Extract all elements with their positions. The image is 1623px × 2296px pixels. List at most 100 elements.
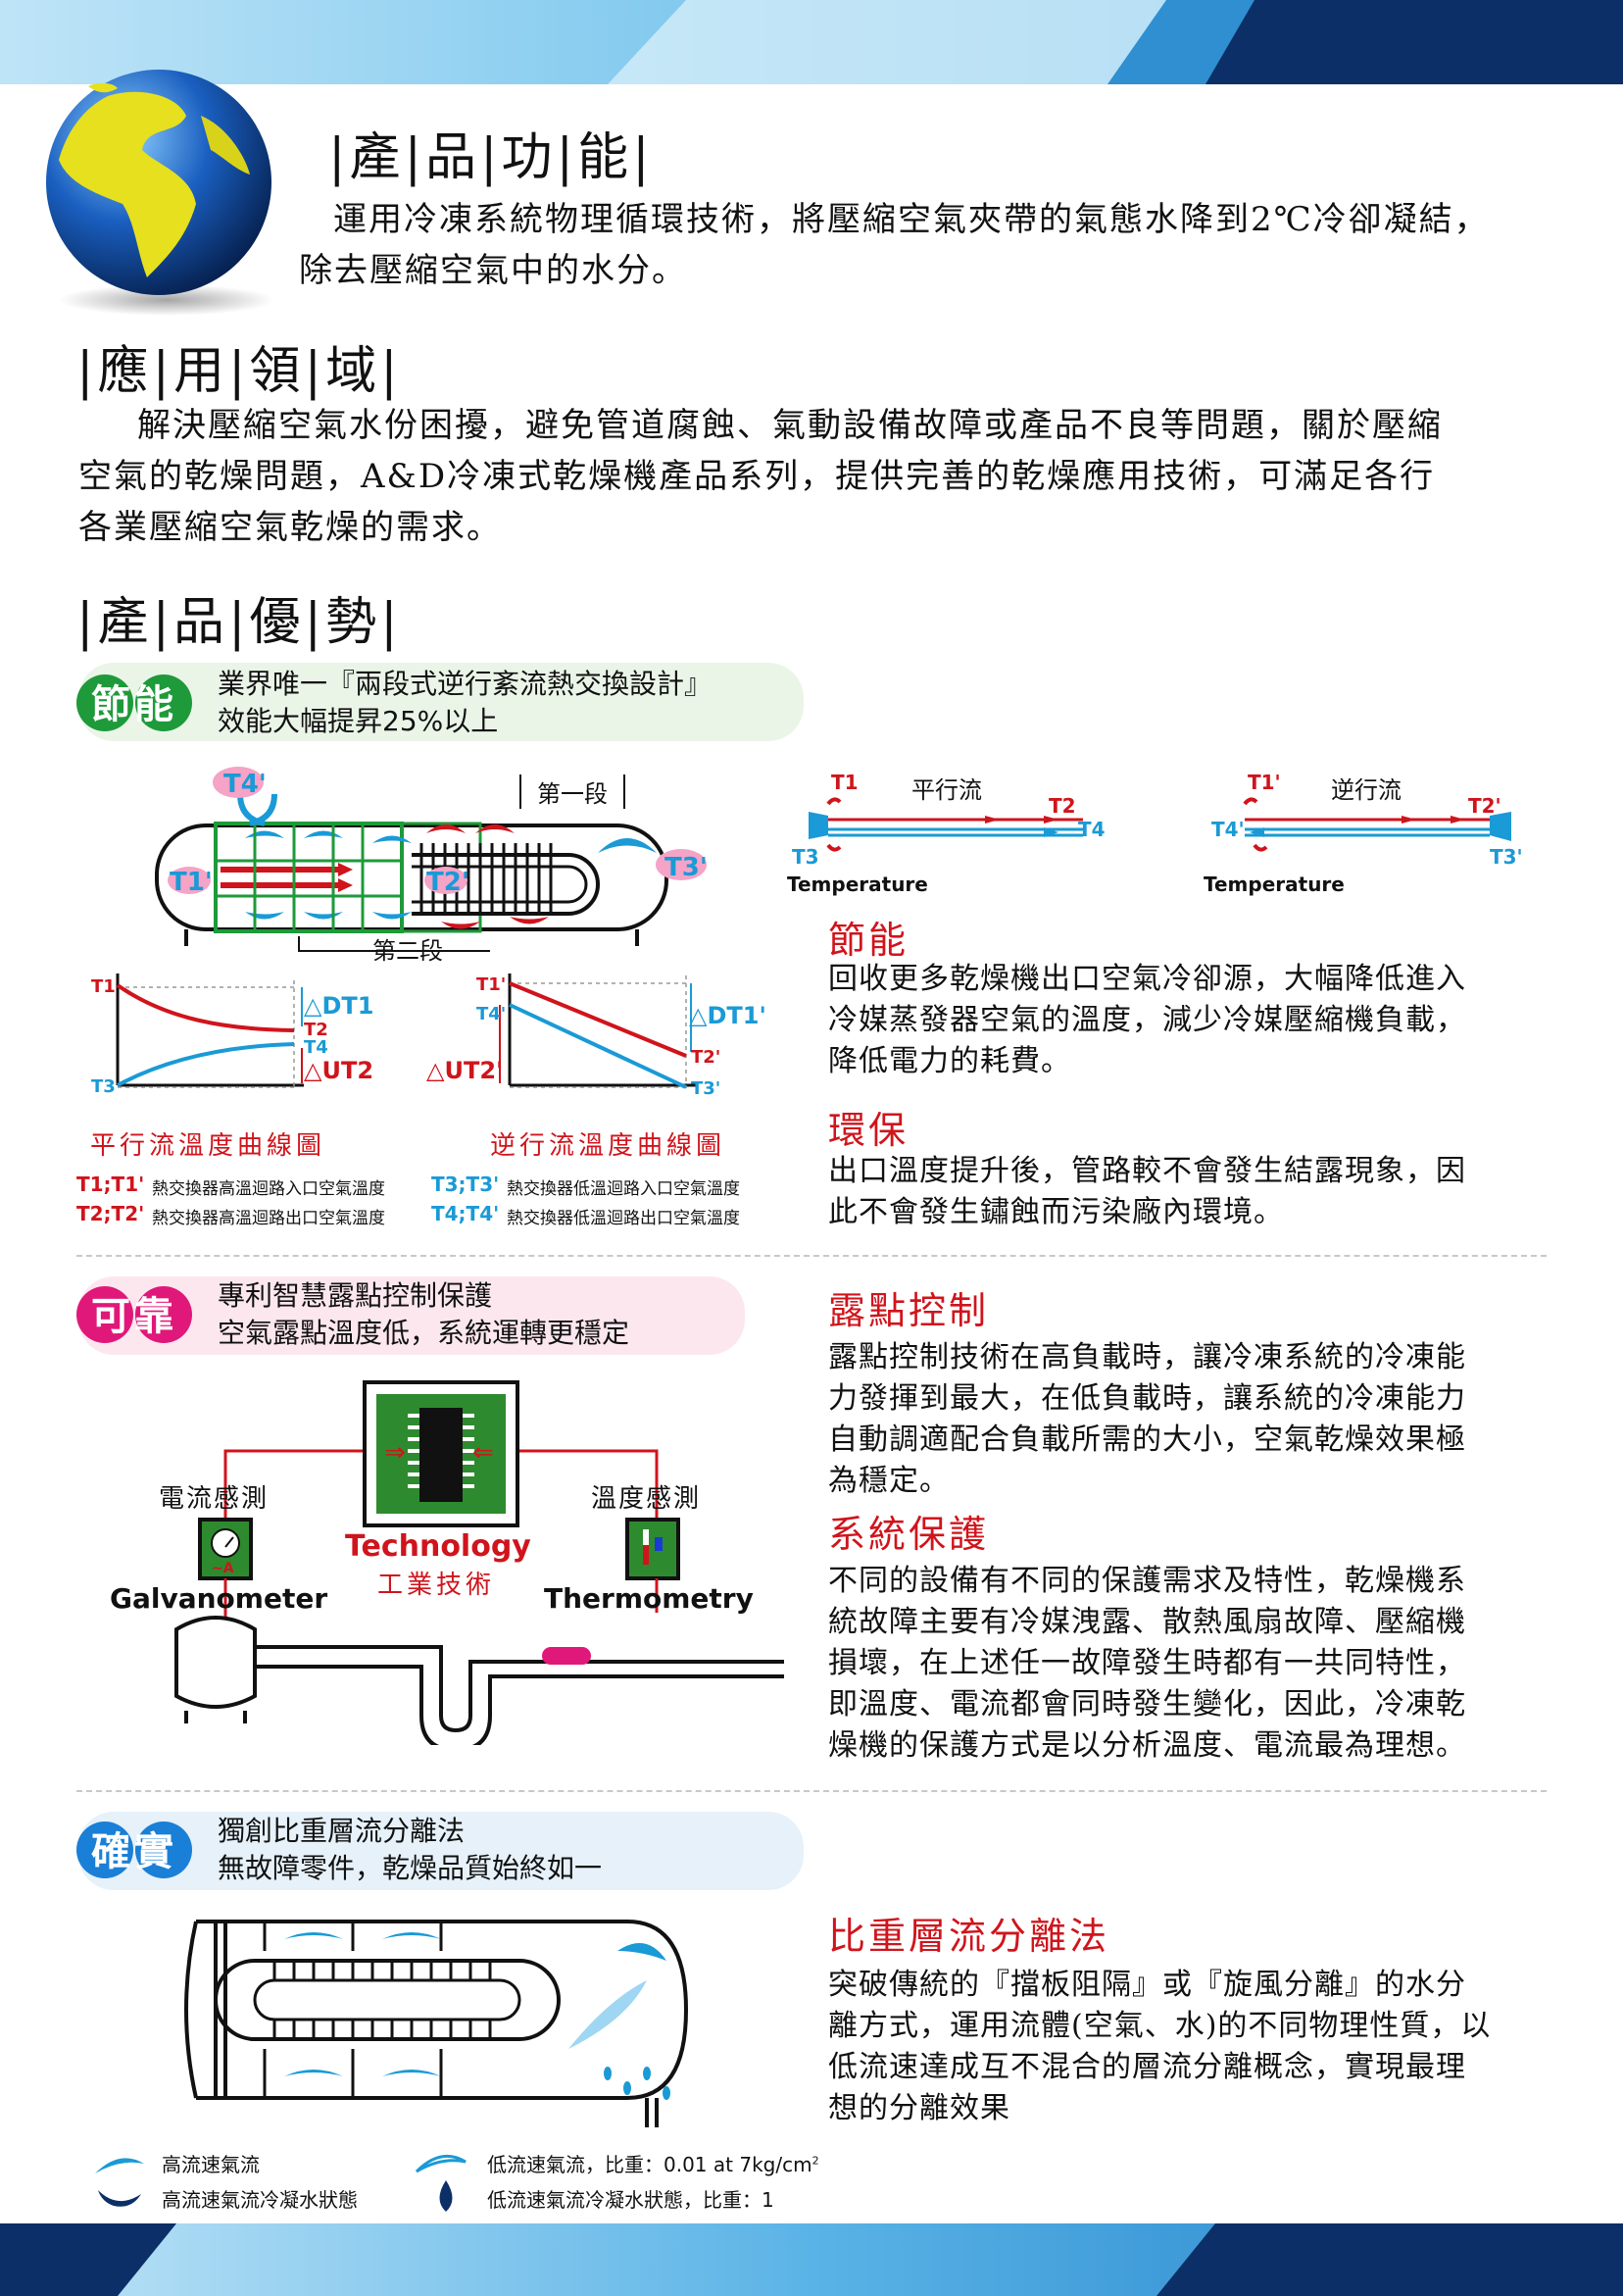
low-speed-airflow-icon [415,2154,467,2173]
energy-pill-line-1: 業界唯一『兩段式逆行紊流熱交換設計』 [218,668,713,700]
reliable-badge-text: 可靠 [91,1294,177,1339]
globe-icon [46,70,274,316]
legend-a-key: T1;T1' [76,1173,145,1196]
counter-t1: T1' [1248,771,1281,794]
thermometry-label: Thermometry [544,1582,754,1615]
diagram-t3p: T3' [664,853,708,882]
counter-t4: T4' [1211,818,1245,841]
legend-high-speed: 高流速氣流 [162,2153,260,2176]
dew-point-control-diagram: ⇒ ⇐ ~A [174,1380,784,1745]
application-line-2: 空氣的乾燥問題，A&D冷凍式乾燥機產品系列，提供完善的乾燥應用技術，可滿足各行 [78,457,1436,496]
application-line-3: 各業壓縮空氣乾燥的需求。 [78,508,502,547]
counter-dt1: △DT1' [689,1002,766,1029]
counter-curve-t3: T3' [691,1078,721,1099]
counter-t3: T3' [1490,845,1523,869]
legend-low-speed-sup: 2 [812,2154,819,2168]
legend-high-speed-drop: 高流速氣流冷凝水狀態 [162,2188,358,2212]
temperature-sensing-label: 溫度感測 [591,1484,702,1514]
energy-badge-text: 節能 [91,682,177,727]
dew-line-3: 自動調適配合負載所需的大小，空氣乾燥效果極 [828,1423,1466,1457]
heat-exchanger-diagram [155,767,707,952]
energy-pill [78,663,804,741]
legend-a-text: 熱交換器高溫迴路入口空氣溫度 [152,1179,385,1199]
parallel-curve-caption: 平行流溫度曲線圖 [90,1131,326,1161]
counter-curve-t4: T4' [476,1004,507,1024]
energy-right-heading: 節能 [828,919,910,962]
counter-t2: T2' [1468,794,1501,818]
counter-curve-caption: 逆行流溫度曲線圖 [490,1131,726,1161]
energy-badge-2 [135,674,192,731]
diagram-t2p: T2' [426,868,469,897]
protection-line-4: 即溫度、電流都會同時發生變化，因此，冷凍乾 [828,1687,1466,1722]
product-function-line-2: 除去壓縮空氣中的水分。 [299,251,687,290]
separation-line-2: 離方式，運用流體(空氣、水)的不同物理性質，以 [828,2009,1492,2043]
solid-pill-line-2: 無故障零件，乾燥品質始終如一 [218,1852,603,1884]
svg-text:~A: ~A [212,1561,234,1576]
parallel-t2: T2 [1049,794,1076,818]
stage-1-label: 第一段 [519,774,625,809]
energy-right-line-1: 回收更多乾燥機出口空氣冷卻源，大幅降低進入 [828,962,1466,996]
legend-b-text: 熱交換器高溫迴路出口空氣溫度 [152,1209,385,1228]
product-function-title: |產|品|功|能| [328,128,654,187]
bottom-banner [0,2223,1623,2296]
separation-line-4: 想的分離效果 [828,2091,1010,2125]
legend-d-text: 熱交換器低溫迴路出口空氣溫度 [507,1209,740,1228]
top-banner [0,0,1623,84]
svg-text:⇐: ⇐ [472,1438,494,1468]
protection-line-3: 損壞，在上述任一故障發生時都有一共同特性， [828,1646,1466,1680]
parallel-title: 平行流 [911,776,982,804]
parallel-flow-diagram [809,797,1083,852]
parallel-curve-chart [116,973,304,1088]
reliable-badge-2 [135,1286,192,1343]
parallel-curve-t3: T3 [91,1076,116,1097]
energy-pill-line-2: 效能大幅提昇25%以上 [218,705,499,737]
separation-heading: 比重層流分離法 [828,1915,1110,1958]
energy-right-line-3: 降低電力的耗費。 [828,1044,1071,1078]
energy-right-line-2: 冷媒蒸發器空氣的溫度，減少冷媒壓縮機負載， [828,1003,1466,1037]
legend-c-text: 熱交換器低溫迴路入口空氣溫度 [507,1179,740,1199]
dew-line-4: 為穩定。 [828,1464,950,1498]
dew-heading: 露點控制 [828,1289,990,1332]
counter-temperature: Temperature [1204,873,1345,896]
parallel-ut2: △UT2 [304,1057,374,1084]
protection-line-2: 統故障主要有冷媒洩露、散熱風扇故障、壓縮機 [828,1605,1466,1639]
reliable-badge-1 [76,1286,133,1343]
separation-line-1: 突破傳統的『擋板阻隔』或『旋風分離』的水分 [828,1968,1466,2002]
counter-flow-diagram [1243,797,1511,852]
product-function-line-1: 運用冷凍系統物理循環技術，將壓縮空氣夾帶的氣態水降到2℃冷卻凝結， [333,200,1490,239]
parallel-curve-t2: T2 [304,1020,328,1040]
protection-heading: 系統保護 [828,1513,990,1556]
legend-low-speed: 低流速氣流，比重：0.01 at 7kg/cm2 [487,2149,819,2177]
solid-badge-2 [135,1822,192,1878]
high-speed-airflow-icon [95,2158,144,2173]
industrial-tech-label: 工業技術 [377,1571,496,1600]
energy-badge-1 [76,674,133,731]
legend-c-key: T3;T3' [431,1173,500,1196]
legend-b-key: T2;T2' [76,1202,145,1225]
divider-2 [76,1790,1547,1792]
low-speed-droplet-icon [439,2180,453,2212]
dew-line-1: 露點控制技術在高負載時，讓冷凍系統的冷凍能 [828,1340,1466,1374]
solid-badge-text: 確實 [91,1829,177,1874]
legend-d-key: T4;T4' [431,1202,500,1225]
galvanometer-label: Galvanometer [110,1582,328,1615]
parallel-dt1: △DT1 [304,992,374,1020]
dew-line-2: 力發揮到最大，在低負載時，讓系統的冷凍能力 [828,1381,1466,1416]
legend-low-speed-drop: 低流速氣流冷凝水狀態，比重：1 [487,2188,774,2212]
layered-separation-diagram [184,1920,689,2127]
reliable-pill-line-2: 空氣露點溫度低，系統運轉更穩定 [218,1317,630,1349]
svg-text:⇒: ⇒ [384,1438,406,1468]
technology-label: Technology [345,1529,531,1564]
diagram-t4p: T4' [223,770,267,799]
counter-curve-t1: T1' [476,974,507,995]
stage-2-label: 第二段 [372,937,443,965]
parallel-t4: T4 [1078,818,1106,841]
protection-line-5: 燥機的保護方式是以分析溫度、電流最為理想。 [828,1728,1466,1763]
advantages-title: |產|品|優|勢| [76,593,402,652]
solid-pill-line-1: 獨創比重層流分離法 [218,1815,466,1847]
counter-curve-chart [499,973,696,1089]
diagram-t1p: T1' [170,868,213,897]
solid-pill [78,1812,804,1890]
env-line-2: 此不會發生鏽蝕而污染廠內環境。 [828,1195,1284,1229]
counter-curve-t2: T2' [691,1047,721,1068]
